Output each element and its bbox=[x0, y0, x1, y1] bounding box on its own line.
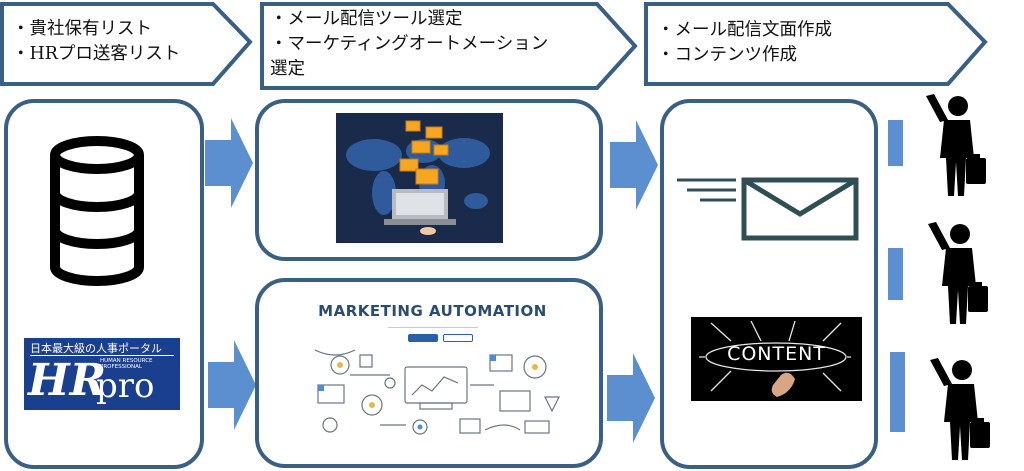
chevron-stage-1 bbox=[0, 1, 253, 86]
stage-1-text: ・貴社保有リスト ・HRプロ送客リスト bbox=[12, 17, 180, 67]
connector-bar bbox=[888, 120, 903, 166]
marketing-automation-panel bbox=[255, 278, 603, 468]
hrpro-tagline: 日本最大級の人事ポータル bbox=[30, 342, 162, 355]
arrow-right-icon bbox=[610, 120, 658, 210]
email-envelope-icon bbox=[677, 177, 859, 241]
stage-chevrons bbox=[0, 1, 988, 90]
arrow-right-icon bbox=[205, 118, 253, 208]
stage-2-text: ・メール配信ツール選定 ・マーケティングオートメーション 選定 bbox=[270, 7, 548, 82]
hrpro-subtitle-1: HUMAN RESOURCE bbox=[100, 358, 153, 364]
connector-bar bbox=[888, 248, 903, 300]
businessman-icon bbox=[930, 358, 990, 460]
ma-underline bbox=[388, 327, 478, 328]
stage-2-line-3: 選定 bbox=[270, 59, 305, 79]
stage-2-line-1: ・メール配信ツール選定 bbox=[270, 9, 463, 29]
stage-1-line-2: ・HRプロ送客リスト bbox=[12, 44, 181, 64]
connector-bar bbox=[890, 352, 905, 432]
hrpro-pro: pro bbox=[96, 366, 155, 406]
businessman-icon bbox=[926, 94, 986, 196]
hrpro-logo: 日本最大級の人事ポータル HUMAN RESOURCE PROFESSIONAL… bbox=[24, 338, 180, 410]
chevron-stage-3 bbox=[644, 1, 988, 86]
database-icon bbox=[50, 136, 144, 286]
businessman-icon bbox=[928, 222, 988, 324]
stage-3-line-2: ・コンテンツ作成 bbox=[657, 45, 797, 65]
hrpro-subtitle: HUMAN RESOURCE PROFESSIONAL bbox=[100, 358, 153, 370]
chevron-stage-2 bbox=[260, 1, 638, 90]
stage-1-line-1: ・貴社保有リスト bbox=[12, 19, 152, 39]
hrpro-hr: HR bbox=[28, 355, 107, 406]
hrpro-divider bbox=[30, 355, 174, 356]
content-word: CONTENT bbox=[727, 343, 826, 365]
marketing-automation-doodle bbox=[314, 349, 560, 435]
stage-2-line-2: ・マーケティングオートメーション bbox=[270, 34, 549, 54]
world-map-laptop-illustration bbox=[336, 113, 503, 243]
arrow-right-icon bbox=[607, 353, 655, 443]
marketing-automation-title: MARKETING AUTOMATION bbox=[318, 302, 547, 320]
hrpro-subtitle-2: PROFESSIONAL bbox=[100, 364, 142, 370]
arrow-right-icon bbox=[208, 340, 256, 430]
stage-3-text: ・メール配信文面作成 ・コンテンツ作成 bbox=[657, 18, 832, 68]
ma-pill-primary bbox=[408, 334, 438, 342]
stage-3-line-1: ・メール配信文面作成 bbox=[657, 20, 832, 40]
ma-pill-secondary bbox=[443, 334, 473, 342]
content-creation-panel bbox=[660, 99, 878, 469]
content-chalkboard-illustration bbox=[691, 317, 862, 401]
